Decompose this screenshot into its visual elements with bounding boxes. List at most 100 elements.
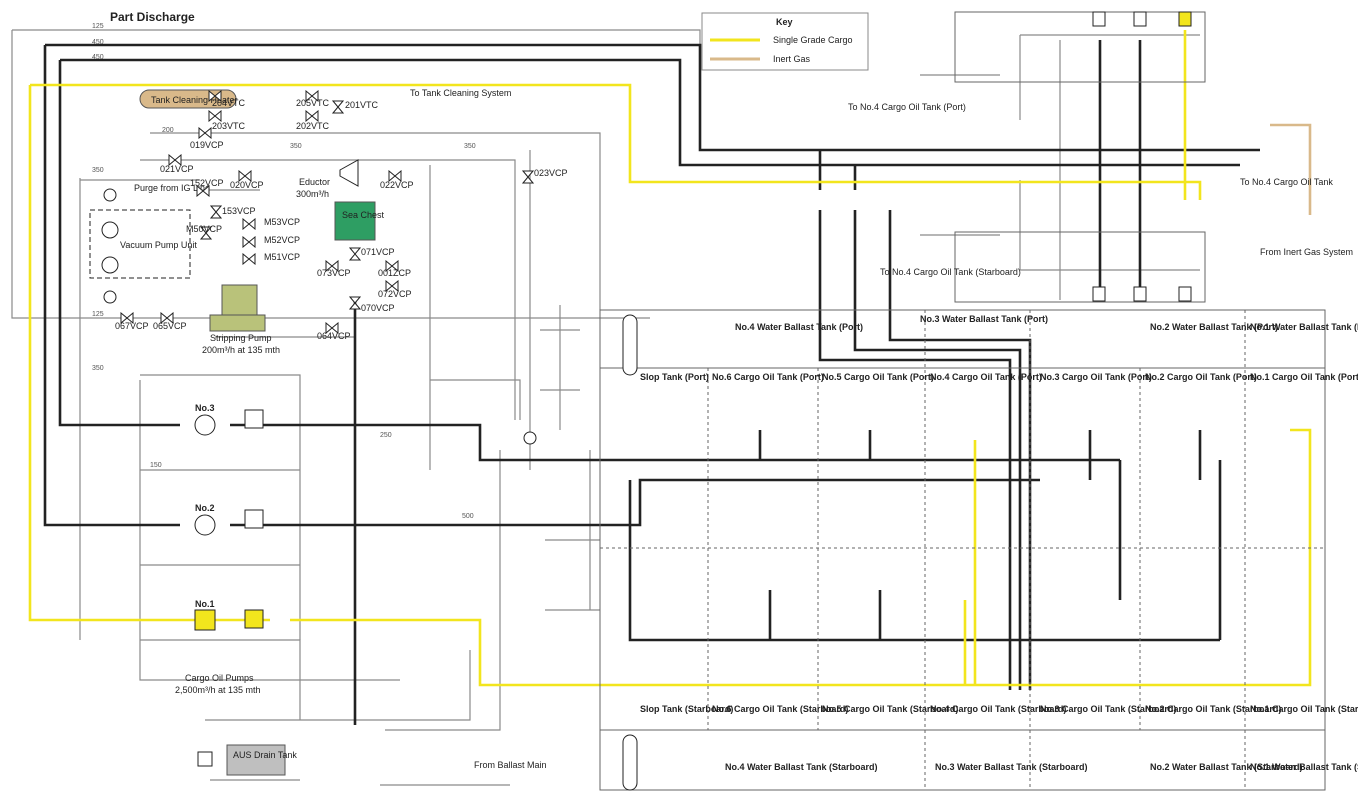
tank-cot6-stbd: No.6 Cargo Oil Tank (Starboard) <box>712 704 848 714</box>
sea-chest <box>334 201 376 241</box>
valve[interactable]: 019VCP <box>190 127 224 150</box>
valve[interactable]: 203VTC <box>208 110 246 131</box>
tank-cot2-port: No.2 Cargo Oil Tank (Port) <box>1145 372 1257 382</box>
tank-wb2-port: No.2 Water Ballast Tank (Port) <box>1150 322 1278 332</box>
tank-wb3-stbd: No.3 Water Ballast Tank (Starboard) <box>935 762 1088 772</box>
valve[interactable]: 152VCP <box>190 178 224 197</box>
cargo-pumps-caption: Cargo Oil Pumps <box>185 673 254 683</box>
tank-cot3-stbd: No.3 Cargo Oil Tank (Starboard) <box>1040 704 1176 714</box>
valve[interactable]: M53VCP <box>242 217 300 230</box>
valve[interactable]: 022VCP <box>380 170 414 190</box>
valve[interactable]: 064VCP <box>317 322 351 341</box>
valve[interactable]: M52VCP <box>242 235 300 248</box>
valve[interactable]: 023VCP <box>522 168 568 184</box>
note-from-inert-gas: From Inert Gas System <box>1260 247 1353 257</box>
svg-text:150: 150 <box>150 462 162 469</box>
svg-text:070VCP: 070VCP <box>361 303 395 313</box>
svg-text:M51VCP: M51VCP <box>264 252 300 262</box>
flow-notes: To Tank Cleaning System Purge from IG Li… <box>134 88 1353 770</box>
note-from-ballast: From Ballast Main <box>474 760 547 770</box>
svg-text:067VCP: 067VCP <box>115 321 149 331</box>
svg-text:202VTC: 202VTC <box>296 121 330 131</box>
valve[interactable]: 153VCP <box>210 205 256 219</box>
valve[interactable]: 073VCP <box>317 260 351 278</box>
svg-text:350: 350 <box>92 365 104 372</box>
svg-text:M52VCP: M52VCP <box>264 235 300 245</box>
tank-cot1-port: No.1 Cargo Oil Tank (Port) <box>1250 372 1358 382</box>
svg-text:153VCP: 153VCP <box>222 206 256 216</box>
stripping-pump-rate: 200m³/h at 135 mth <box>202 345 280 355</box>
legend-heading: Key <box>776 17 793 27</box>
valve[interactable]: 202VTC <box>296 110 330 131</box>
note-purge: Purge from IG Line <box>134 183 210 193</box>
vacuum-pump-label: Vacuum Pump Unit <box>120 240 197 250</box>
service-pipes <box>11 29 1200 786</box>
valve[interactable]: M51VCP <box>242 252 300 265</box>
valve[interactable]: 072VCP <box>378 280 412 299</box>
valve[interactable]: M50VCP <box>186 224 222 240</box>
motor-icon <box>103 290 117 304</box>
svg-text:065VCP: 065VCP <box>153 321 187 331</box>
svg-text:350: 350 <box>92 167 104 174</box>
svg-text:350: 350 <box>290 143 302 150</box>
svg-text:152VCP: 152VCP <box>190 178 224 188</box>
tank-cot5-port: No.5 Cargo Oil Tank (Port) <box>822 372 934 382</box>
stripping-pump-motor <box>221 284 258 316</box>
aus-drain-tank <box>226 744 286 776</box>
svg-text:450: 450 <box>92 39 104 46</box>
svg-text:250: 250 <box>380 432 392 439</box>
valve[interactable]: 065VCP <box>153 312 187 331</box>
valve[interactable]: 204VTC <box>208 90 246 108</box>
note-to-cleaning: To Tank Cleaning System <box>410 88 511 98</box>
legend: Key Single Grade Cargo Inert Gas <box>701 12 869 71</box>
tank-wb3-port: No.3 Water Ballast Tank (Port) <box>920 314 1048 324</box>
equipment: Tank Cleaning Heater Vacuum Pump Unit St… <box>89 11 1192 791</box>
svg-text:001ZCP: 001ZCP <box>378 268 411 278</box>
valve[interactable]: 205VTC <box>296 90 330 108</box>
tank-wb1-stbd: No.1 Water Ballast Tank (Starboard) <box>1250 762 1358 772</box>
svg-text:021VCP: 021VCP <box>160 164 194 174</box>
svg-text:350: 350 <box>464 143 476 150</box>
valve[interactable]: 071VCP <box>349 247 395 261</box>
valve[interactable]: 070VCP <box>349 296 395 313</box>
pump-icon <box>101 256 119 274</box>
heater-label: Tank Cleaning Heater <box>151 95 238 105</box>
cargo-pump-3 <box>194 414 216 436</box>
cargo-route <box>28 30 1312 687</box>
eductor-icon <box>339 159 359 187</box>
eductor-rate: 300m³/h <box>296 189 329 199</box>
svg-text:125: 125 <box>92 311 104 318</box>
tank-cot3-port: No.3 Cargo Oil Tank (Port) <box>1040 372 1152 382</box>
svg-text:203VTC: 203VTC <box>212 121 246 131</box>
svg-text:M53VCP: M53VCP <box>264 217 300 227</box>
svg-text:201VTC: 201VTC <box>345 100 379 110</box>
note-to-no4-stbd: To No.4 Cargo Oil Tank (Starboard) <box>880 267 1021 277</box>
svg-text:020VCP: 020VCP <box>230 180 264 190</box>
tank-cot2-stbd: No.2 Cargo Oil Tank (Starboard) <box>1145 704 1281 714</box>
cargo-main-pipes <box>43 40 1260 725</box>
pump-tag-1: No.1 <box>195 599 215 609</box>
tank-wb4-stbd: No.4 Water Ballast Tank (Starboard) <box>725 762 878 772</box>
stripping-pump-label: Stripping Pump <box>210 333 272 343</box>
inert-gas-line <box>1270 123 1312 215</box>
svg-text:072VCP: 072VCP <box>378 289 412 299</box>
pipe-size-labels: 125 450 450 200 350 350 350 250 125 350 … <box>92 23 476 520</box>
valve[interactable]: 001ZCP <box>378 260 411 278</box>
svg-text:064VCP: 064VCP <box>317 331 351 341</box>
valve[interactable]: 201VTC <box>332 100 379 114</box>
cargo-pumps-rate: 2,500m³/h at 135 mth <box>175 685 261 695</box>
svg-text:023VCP: 023VCP <box>534 168 568 178</box>
tank-slop-port: Slop Tank (Port) <box>640 372 709 382</box>
valve[interactable]: 067VCP <box>115 312 149 331</box>
tank-cot4-port: No.4 Cargo Oil Tank (Port) <box>930 372 1042 382</box>
valve[interactable]: 020VCP <box>230 170 264 190</box>
svg-text:204VTC: 204VTC <box>212 98 246 108</box>
tank-grid <box>599 11 1326 791</box>
svg-text:500: 500 <box>462 513 474 520</box>
tank-slop-stbd: Slop Tank (Starboard) <box>640 704 733 714</box>
valve[interactable]: 021VCP <box>160 154 194 174</box>
svg-text:071VCP: 071VCP <box>361 247 395 257</box>
cargo-pump-2 <box>194 514 216 536</box>
pump-tag-3: No.3 <box>195 403 215 413</box>
